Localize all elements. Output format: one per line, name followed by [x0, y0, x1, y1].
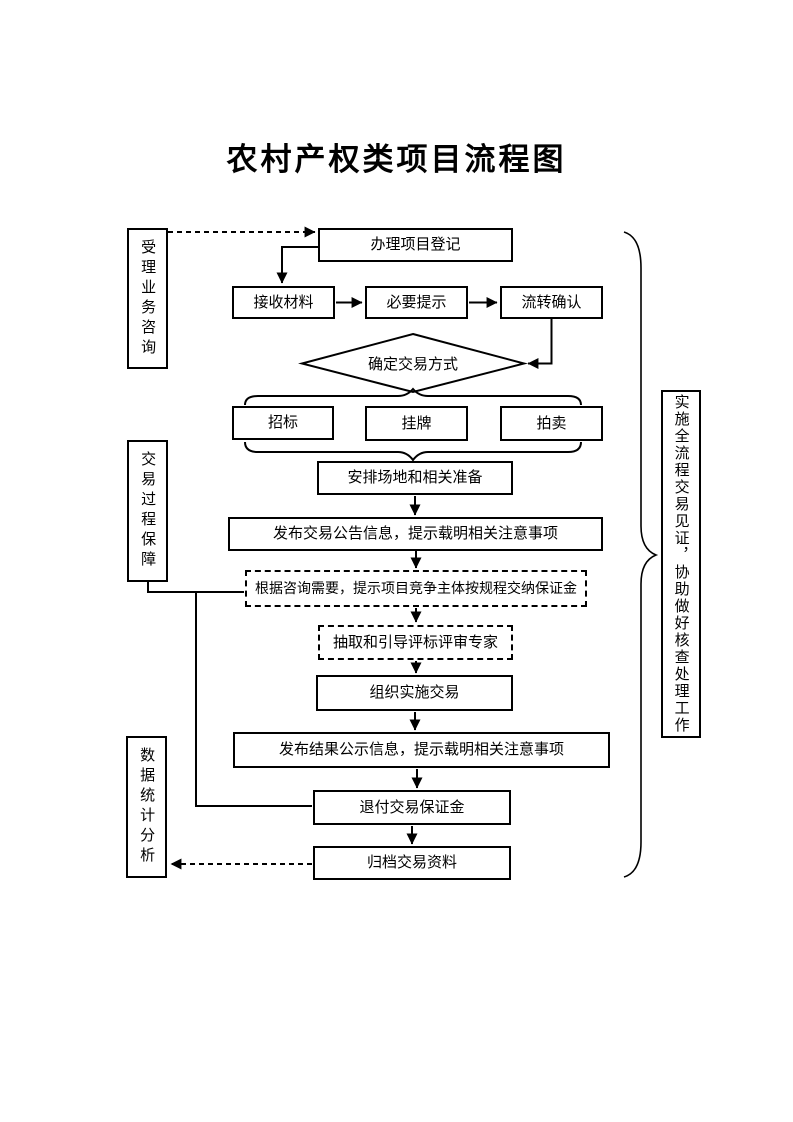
node-transfer-confirm: 流转确认 [500, 286, 603, 319]
side-box-data-stats-label: 数据统计分析 [138, 747, 156, 867]
node-listing: 挂牌 [365, 406, 468, 441]
edge-guarantee-to-refund [195, 592, 312, 807]
brace-methods-to-arrange [244, 441, 582, 462]
node-announce-info: 发布交易公告信息，提示载明相关注意事项 [228, 517, 603, 551]
side-box-witness: 实施全流程交易见证，协助做好核查处理工作 [661, 390, 701, 738]
side-box-process-guarantee-label: 交易过程保障 [139, 451, 157, 571]
node-arrange-venue: 安排场地和相关准备 [317, 461, 513, 495]
node-deposit-prompt: 根据咨询需要，提示项目竞争主体按规程交纳保证金 [245, 570, 587, 607]
side-box-witness-label: 实施全流程交易见证，协助做好核查处理工作 [672, 394, 690, 734]
node-register: 办理项目登记 [318, 228, 513, 262]
node-publicity-info: 发布结果公示信息，提示载明相关注意事项 [233, 732, 610, 768]
node-auction: 拍卖 [500, 406, 603, 441]
decision-diamond-shape [298, 332, 528, 394]
node-refund-deposit: 退付交易保证金 [313, 790, 511, 825]
edge-guarantee-to-deposit [147, 582, 244, 593]
edge-register-to-receive [276, 246, 318, 284]
page-title: 农村产权类项目流程图 [226, 142, 567, 177]
side-box-accept-consult: 受理业务咨询 [127, 228, 168, 369]
node-bidding: 招标 [232, 406, 334, 440]
node-receive-materials: 接收材料 [232, 286, 335, 319]
side-box-data-stats: 数据统计分析 [126, 736, 167, 878]
side-box-process-guarantee: 交易过程保障 [127, 440, 168, 582]
right-curly-brace [623, 231, 659, 878]
node-organize-trade: 组织实施交易 [316, 675, 513, 711]
node-decide-method: 确定交易方式 [367, 356, 458, 373]
edge-confirm-to-diamond [527, 319, 553, 369]
node-necessary-notice: 必要提示 [365, 286, 468, 319]
node-expert-draw: 抽取和引导评标评审专家 [318, 625, 513, 660]
side-box-accept-consult-label: 受理业务咨询 [139, 238, 157, 359]
node-archive-files: 归档交易资料 [313, 846, 511, 880]
brace-diamond-to-methods [244, 387, 582, 406]
